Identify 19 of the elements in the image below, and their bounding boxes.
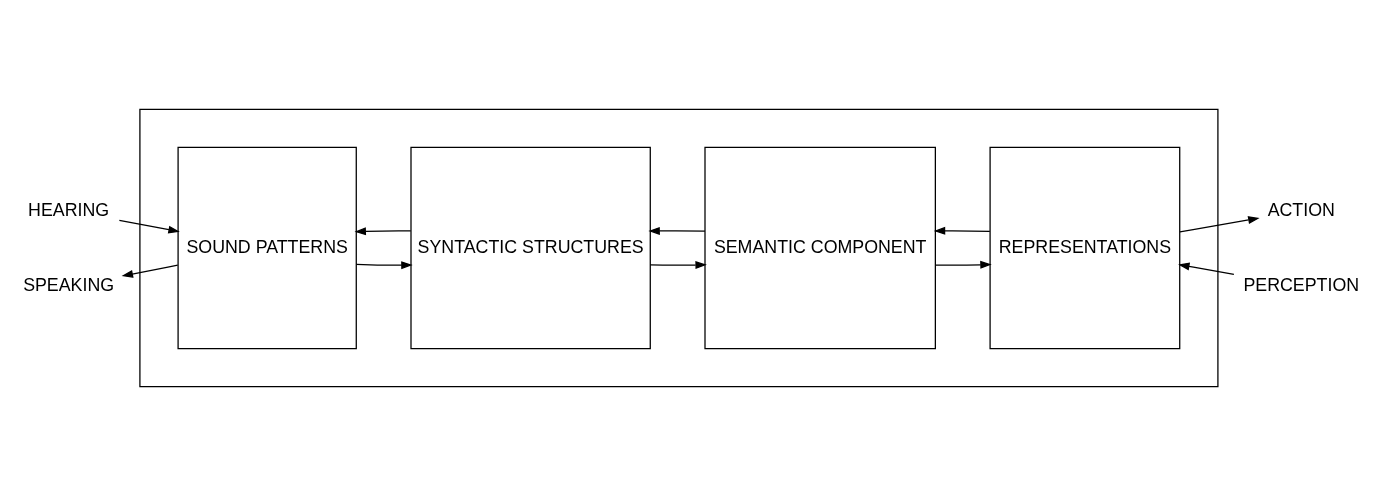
cluster [139,108,1219,388]
node-box: SYNTACTIC STRUCTURES [410,146,651,350]
arrow [121,264,179,278]
arrow [935,260,992,269]
node-text: PERCEPTION [1243,274,1360,295]
arrow [648,226,706,235]
node-text: SPEAKING [23,274,115,295]
node-box: SOUND PATTERNS [177,146,357,350]
arrow [933,226,991,235]
arrow [354,227,412,236]
node-box: SEMANTIC COMPONENT [704,146,936,350]
arrow [649,261,707,270]
node-text: ACTION [1267,199,1335,220]
arrow [1179,216,1260,233]
arrow [355,261,413,270]
node-box: REPRESENTATIONS [989,146,1181,350]
arrow [118,219,180,234]
node-text: HEARING [28,199,110,220]
arrow [1178,262,1235,275]
